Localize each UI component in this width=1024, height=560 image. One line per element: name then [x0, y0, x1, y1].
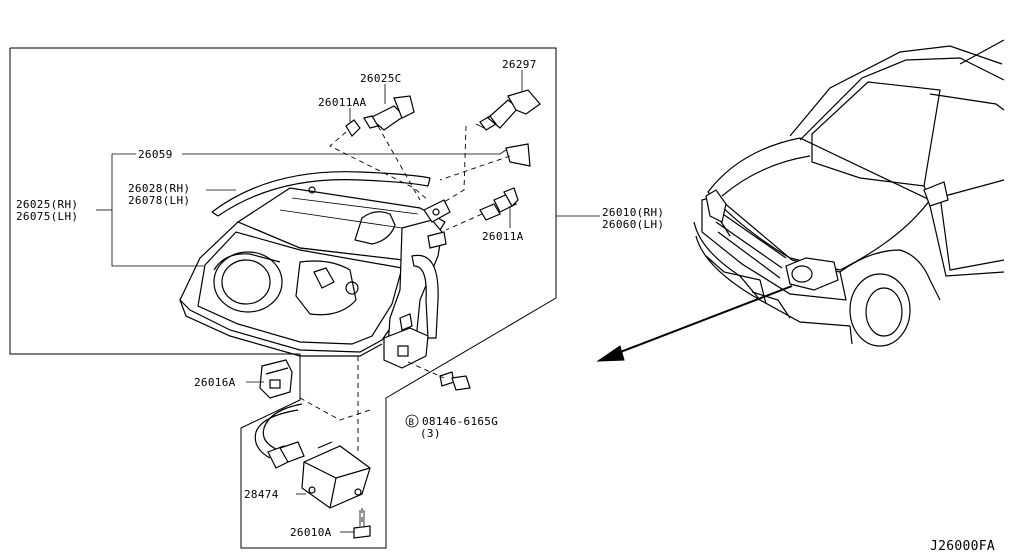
- label-26010-rh: 26010(RH): [602, 206, 664, 219]
- label-26297: 26297: [502, 58, 537, 71]
- label-26059: 26059: [138, 148, 173, 161]
- label-bolt-qty: (3): [420, 427, 441, 440]
- bulb-cap: [505, 143, 531, 167]
- label-26078-lh: 26078(LH): [128, 194, 190, 207]
- label-26025C: 26025C: [360, 72, 402, 85]
- label-26010A: 26010A: [290, 526, 332, 539]
- screw-26010A: [353, 510, 371, 539]
- assembly-frame: [9, 47, 557, 549]
- bulb-socket: [363, 95, 415, 131]
- leveling-motor: [259, 359, 293, 399]
- label-28474: 28474: [244, 488, 279, 501]
- label-26016A: 26016A: [194, 376, 236, 389]
- wire-harness: [254, 403, 333, 469]
- headlamp-housing: [179, 186, 451, 369]
- label-26075-lh: 26075(LH): [16, 210, 78, 223]
- label-bolt-symbol: B: [409, 418, 415, 428]
- diagram-id: J26000FA: [930, 539, 995, 554]
- label-26025-rh: 26025(RH): [16, 198, 78, 211]
- label-08146-6165G: 08146-6165G: [422, 415, 498, 428]
- bolt-08146: [439, 371, 471, 391]
- high-beam-bulb: [475, 89, 541, 131]
- bolt-symbol-circle: [405, 414, 419, 428]
- label-26060-lh: 26060(LH): [602, 218, 664, 231]
- ballast-unit: [301, 445, 371, 509]
- leader-lines: [96, 70, 600, 533]
- part-labels: 26025C 26297 26011AA 26059 26028(RH) 260…: [16, 58, 995, 554]
- label-26028-rh: 26028(RH): [128, 182, 190, 195]
- label-26011AA: 26011AA: [318, 96, 367, 109]
- vehicle-illustration: [693, 39, 1005, 347]
- small-bulb-top: [345, 119, 361, 137]
- location-arrow: [596, 285, 793, 362]
- seal-strip: [211, 171, 431, 217]
- label-26011A: 26011A: [482, 230, 524, 243]
- assembly-dashed-lines: [299, 125, 511, 526]
- small-bulb-side: [479, 187, 519, 221]
